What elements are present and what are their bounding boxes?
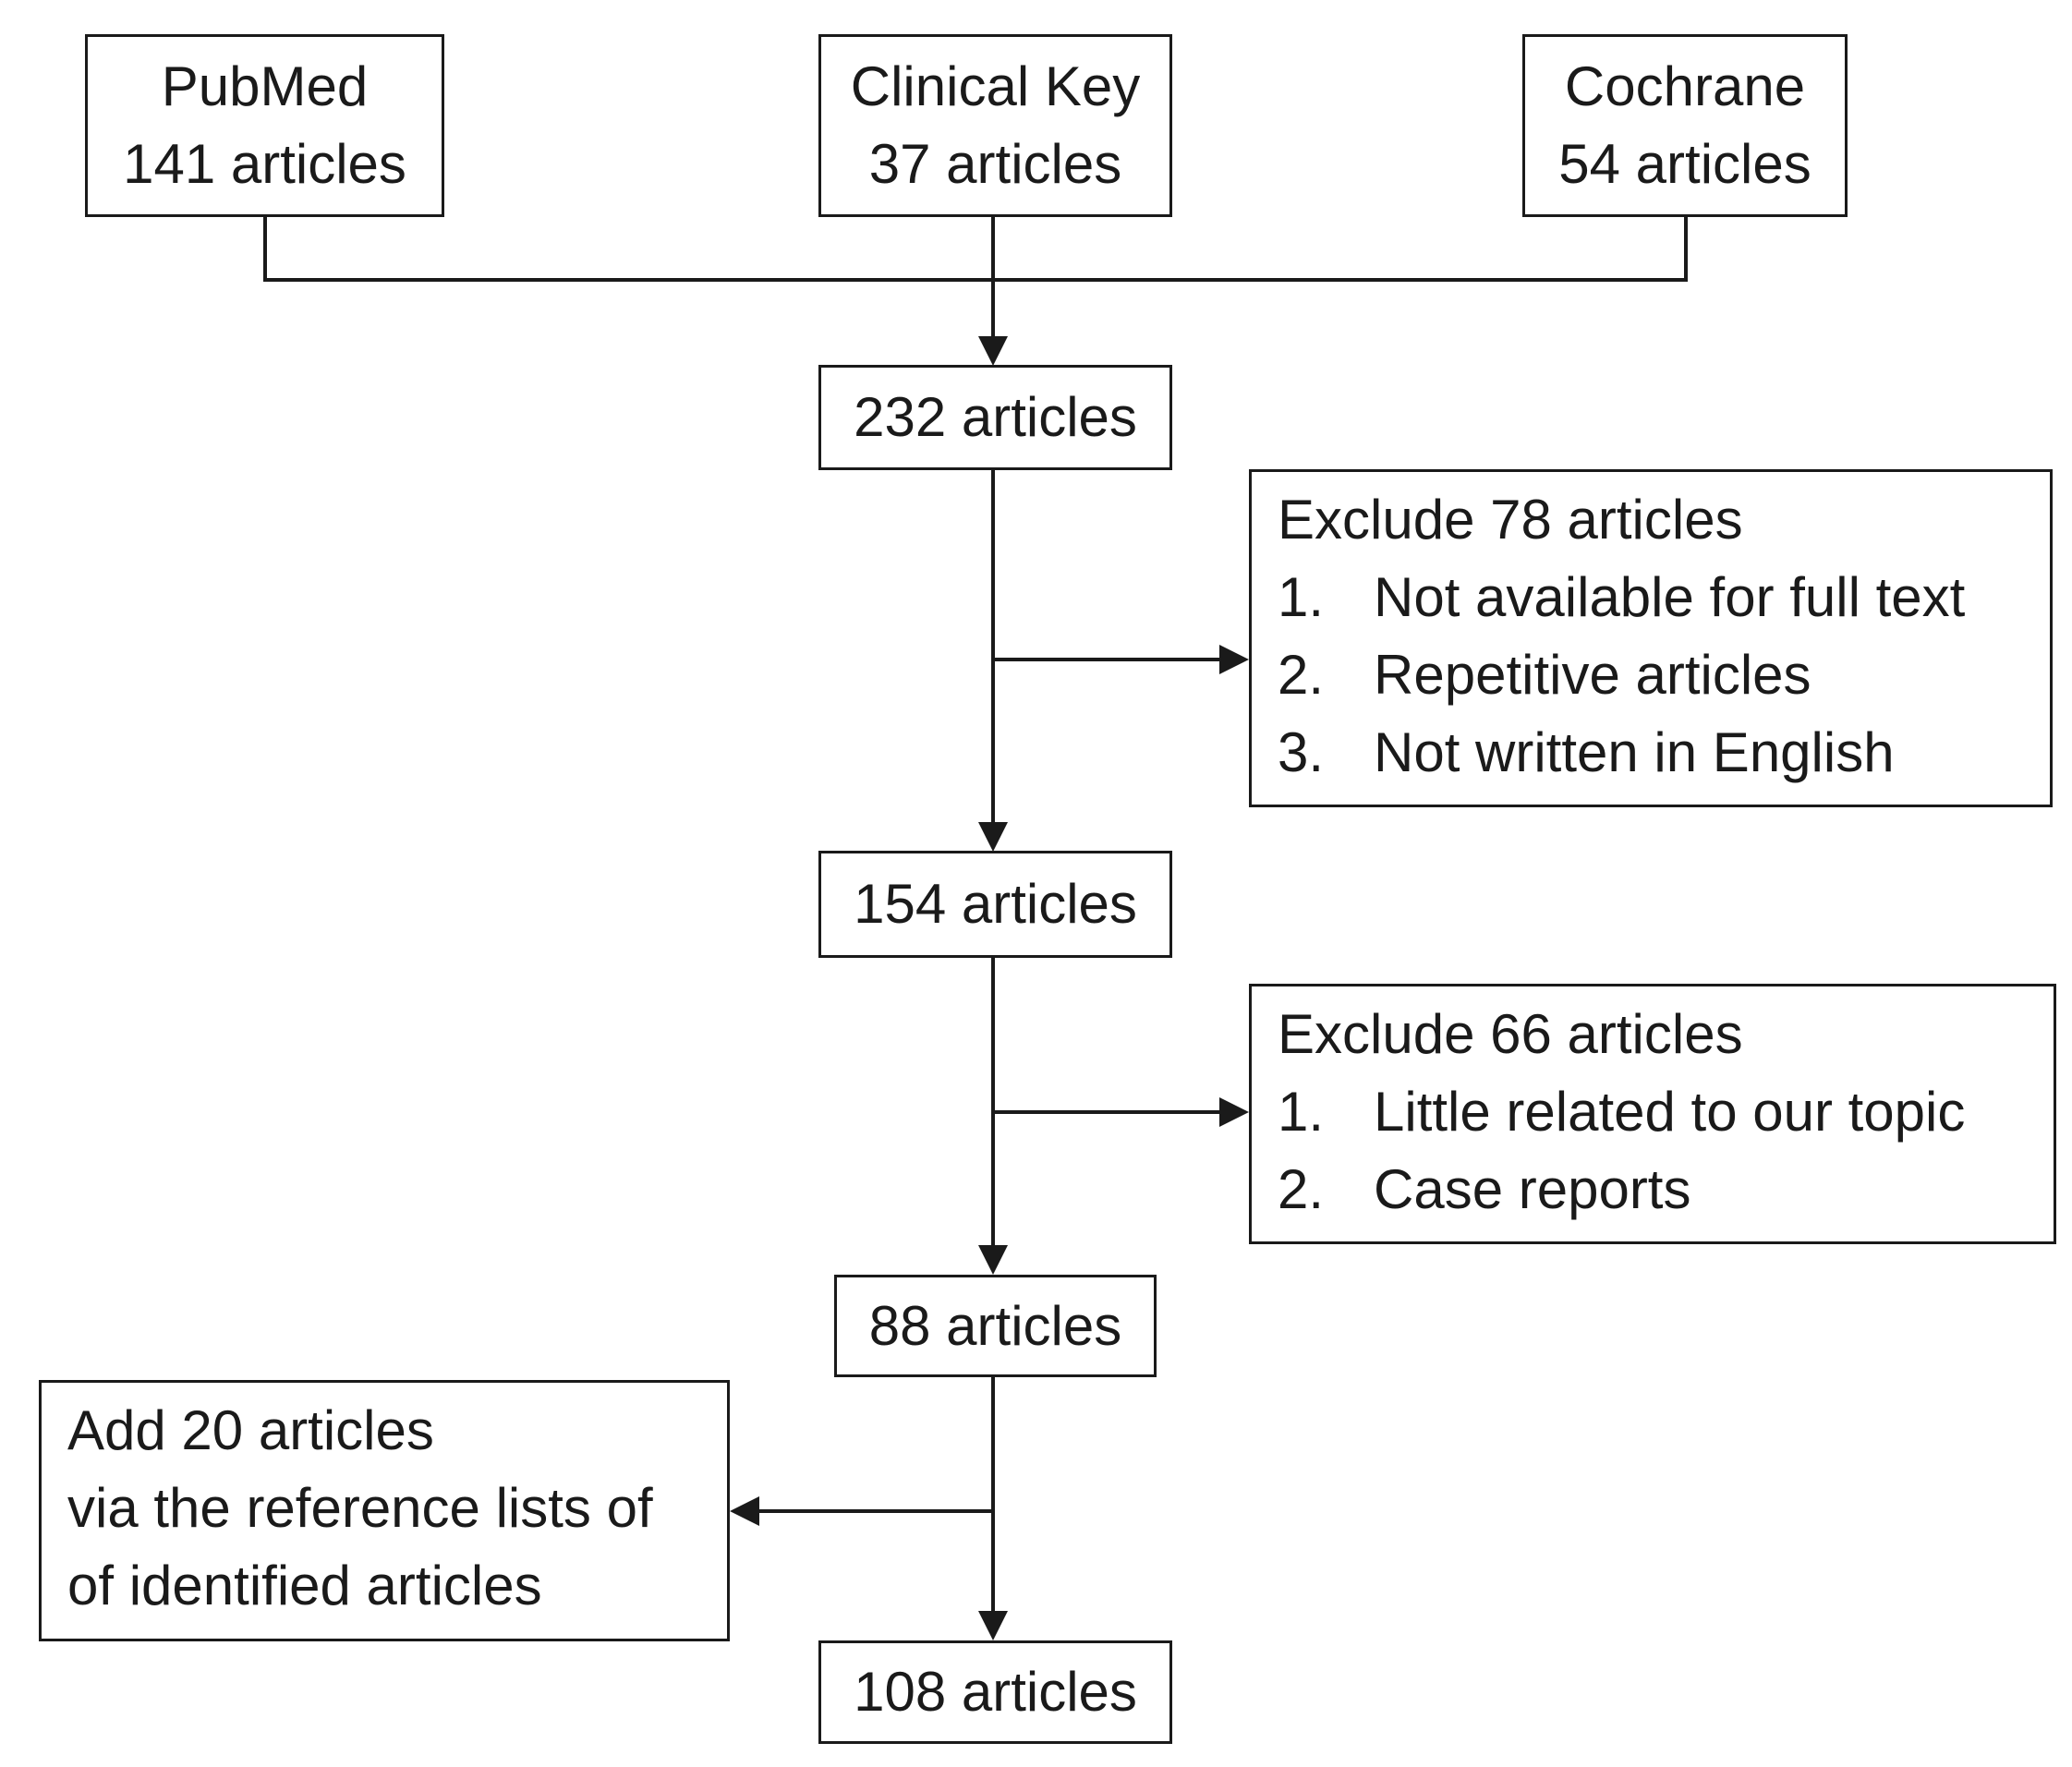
after-first-exclusion-box: 154 articles	[818, 851, 1172, 958]
exclusion-title: Exclude 78 articles	[1278, 489, 1743, 551]
after-second-exclusion-count: 88 articles	[868, 1294, 1122, 1357]
source-count: 37 articles	[868, 133, 1122, 195]
reason-text: Not written in English	[1374, 721, 1895, 783]
reason-number: 1.	[1278, 1081, 1325, 1143]
after-second-exclusion-box: 88 articles	[834, 1275, 1157, 1377]
addition-line: of identified articles	[67, 1555, 542, 1616]
reason-number: 3.	[1278, 721, 1325, 783]
source-box-cochrane: Cochrane 54 articles	[1522, 34, 1848, 217]
final-count: 108 articles	[854, 1661, 1137, 1723]
exclusion-reason: 1. Not available for full text	[1278, 559, 2050, 636]
addition-box: Add 20 articles via the reference lists …	[39, 1380, 730, 1641]
source-box-clinical-key: Clinical Key 37 articles	[818, 34, 1172, 217]
source-name: Cochrane	[1564, 55, 1806, 117]
exclusion-reason: 1. Little related to our topic	[1278, 1073, 2054, 1151]
addition-line: via the reference lists of	[67, 1477, 653, 1539]
exclusion-reason: 2. Case reports	[1278, 1151, 2054, 1228]
exclusion-reason: 2. Repetitive articles	[1278, 636, 2050, 714]
source-count: 141 articles	[123, 133, 406, 195]
reason-text: Case reports	[1374, 1158, 1691, 1220]
addition-line: Add 20 articles	[67, 1399, 434, 1461]
reason-number: 2.	[1278, 644, 1325, 706]
reason-number: 1.	[1278, 566, 1325, 628]
exclusion-title: Exclude 66 articles	[1278, 1003, 1743, 1065]
reason-text: Repetitive articles	[1374, 644, 1811, 706]
source-name: PubMed	[161, 55, 369, 117]
reason-text: Not available for full text	[1374, 566, 1966, 628]
exclusion-box-1: Exclude 78 articles 1. Not available for …	[1249, 469, 2053, 807]
reason-text: Little related to our topic	[1374, 1081, 1966, 1143]
source-count: 54 articles	[1558, 133, 1811, 195]
exclusion-box-2: Exclude 66 articles 1. Little related to …	[1249, 984, 2056, 1244]
source-name: Clinical Key	[850, 55, 1141, 117]
merged-articles-box: 232 articles	[818, 365, 1172, 470]
after-first-exclusion-count: 154 articles	[854, 873, 1137, 935]
merged-count: 232 articles	[854, 386, 1137, 448]
reason-number: 2.	[1278, 1158, 1325, 1220]
final-articles-box: 108 articles	[818, 1640, 1172, 1744]
source-box-pubmed: PubMed 141 articles	[85, 34, 444, 217]
exclusion-reason: 3. Not written in English	[1278, 714, 2050, 792]
